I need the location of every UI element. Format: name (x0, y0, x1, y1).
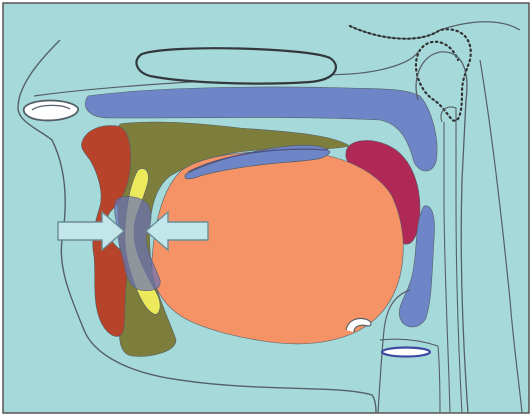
vocal-folds (382, 348, 430, 357)
nostril (24, 101, 78, 121)
nasal-turbinate (136, 48, 335, 83)
tongue (152, 152, 403, 344)
